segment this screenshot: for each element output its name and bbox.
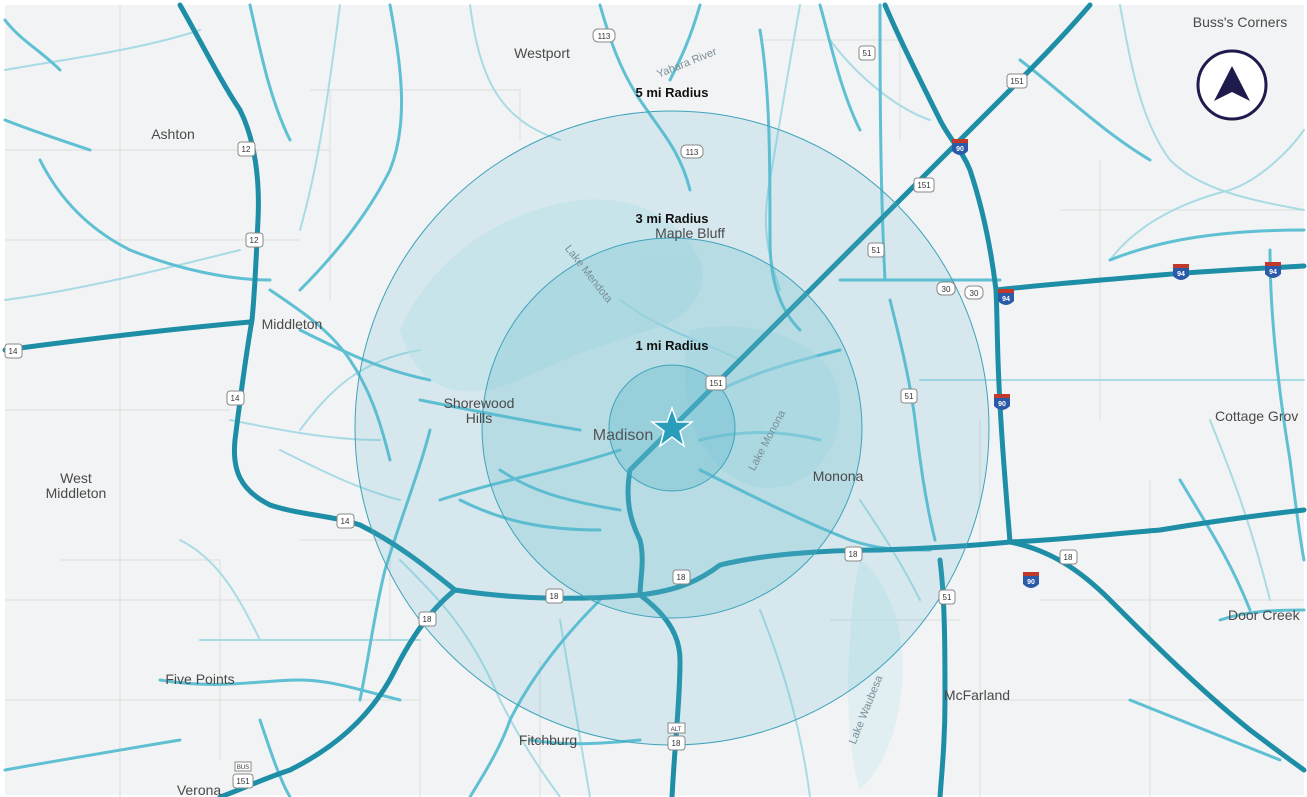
svg-text:90: 90 xyxy=(1027,579,1035,586)
svg-text:18: 18 xyxy=(677,573,686,582)
arterial-roads xyxy=(3,3,1306,797)
route-shield-14: 14 xyxy=(336,513,355,529)
route-shield-interstate-90: 90 xyxy=(952,139,968,155)
svg-text:14: 14 xyxy=(9,347,18,356)
svg-text:ALT: ALT xyxy=(671,727,682,733)
svg-text:113: 113 xyxy=(686,148,699,157)
center-star-icon[interactable] xyxy=(649,405,695,448)
place-shorewood: Shorewood xyxy=(444,395,515,411)
svg-text:12: 12 xyxy=(242,145,251,154)
route-shield-18: 18 xyxy=(844,546,863,562)
route-shield-alt: ALT xyxy=(667,722,686,734)
route-shield-30: 30 xyxy=(964,285,984,300)
svg-text:90: 90 xyxy=(998,401,1006,408)
route-shield-151: 151 xyxy=(705,375,727,391)
route-shield-14: 14 xyxy=(226,390,245,406)
route-shield-151: 151 xyxy=(1006,73,1028,89)
svg-text:94: 94 xyxy=(1177,271,1185,278)
route-shield-51: 51 xyxy=(858,45,876,61)
place-ashton: Ashton xyxy=(151,126,195,142)
north-arrow-icon xyxy=(1214,66,1250,101)
svg-text:113: 113 xyxy=(598,32,611,41)
route-shield-30: 30 xyxy=(936,281,956,296)
svg-text:14: 14 xyxy=(341,517,350,526)
svg-text:14: 14 xyxy=(231,394,240,403)
svg-text:51: 51 xyxy=(872,246,881,255)
place-maple-bluff: Maple Bluff xyxy=(655,225,725,241)
route-shield-51: 51 xyxy=(900,388,918,404)
svg-text:30: 30 xyxy=(970,289,979,298)
place-west-middleton: Middleton xyxy=(46,485,107,501)
route-shield-51: 51 xyxy=(938,589,956,605)
route-shield-18: 18 xyxy=(672,569,691,585)
svg-text:151: 151 xyxy=(917,181,931,190)
place-five-points: Five Points xyxy=(165,671,234,687)
north-arrow-button[interactable] xyxy=(1196,49,1268,121)
route-shield-interstate-90: 90 xyxy=(994,394,1010,410)
svg-text:18: 18 xyxy=(1064,553,1073,562)
place-westport: Westport xyxy=(514,45,570,61)
svg-text:151: 151 xyxy=(236,777,250,786)
svg-text:151: 151 xyxy=(1010,77,1024,86)
place-monona: Monona xyxy=(813,468,864,484)
route-shield-113: 113 xyxy=(680,144,704,159)
svg-text:12: 12 xyxy=(250,236,259,245)
place-labels: Westport Buss's Corners Ashton Middleton… xyxy=(46,14,1301,797)
svg-text:151: 151 xyxy=(709,379,723,388)
route-shield-18: 18 xyxy=(667,735,686,751)
svg-text:94: 94 xyxy=(1269,269,1277,276)
route-shield-interstate-94: 94 xyxy=(998,289,1014,305)
place-door-creek: Door Creek xyxy=(1228,607,1301,623)
svg-text:51: 51 xyxy=(863,49,872,58)
place-buss-corners: Buss's Corners xyxy=(1193,14,1287,30)
route-shield-18: 18 xyxy=(545,588,564,604)
route-shield-interstate-94: 94 xyxy=(1265,262,1281,278)
radius-label-3mi: 3 mi Radius xyxy=(636,211,709,226)
svg-text:18: 18 xyxy=(550,592,559,601)
place-madison: Madison xyxy=(593,427,653,444)
place-middleton: Middleton xyxy=(262,316,323,332)
radius-label-5mi: 5 mi Radius xyxy=(636,85,709,100)
route-shield-interstate-90: 90 xyxy=(1023,572,1039,588)
svg-text:18: 18 xyxy=(423,615,432,624)
place-mcfarland: McFarland xyxy=(944,687,1010,703)
route-shield-12: 12 xyxy=(245,232,264,248)
svg-text:18: 18 xyxy=(849,550,858,559)
route-shield-18: 18 xyxy=(1059,549,1078,565)
radius-label-1mi: 1 mi Radius xyxy=(636,338,709,353)
svg-text:90: 90 xyxy=(956,146,964,153)
place-shorewood-hills: Hills xyxy=(466,410,492,426)
route-shield-151: 151 xyxy=(232,773,254,789)
place-fitchburg: Fitchburg xyxy=(519,732,577,748)
svg-text:18: 18 xyxy=(672,739,681,748)
route-shield-18: 18 xyxy=(418,611,437,627)
route-shield-bus: BUS xyxy=(234,761,252,772)
route-shield-51: 51 xyxy=(867,242,885,258)
route-shield-interstate-94: 94 xyxy=(1173,264,1189,280)
route-shield-151: 151 xyxy=(913,177,935,193)
route-shield-12: 12 xyxy=(237,141,256,157)
svg-text:51: 51 xyxy=(905,392,914,401)
place-verona: Verona xyxy=(177,782,222,797)
svg-text:30: 30 xyxy=(942,285,951,294)
svg-text:BUS: BUS xyxy=(237,765,249,771)
route-shields: 113 113 51 51 51 51 151 151 151 151 BUS … xyxy=(4,28,1281,789)
place-cottage-grove: Cottage Grov xyxy=(1215,408,1298,424)
place-west: West xyxy=(60,470,92,486)
map-background xyxy=(5,5,1304,795)
route-shield-113: 113 xyxy=(592,28,616,43)
svg-text:94: 94 xyxy=(1002,296,1010,303)
svg-text:51: 51 xyxy=(943,593,952,602)
route-shield-14: 14 xyxy=(4,343,23,359)
lakes xyxy=(400,199,903,790)
